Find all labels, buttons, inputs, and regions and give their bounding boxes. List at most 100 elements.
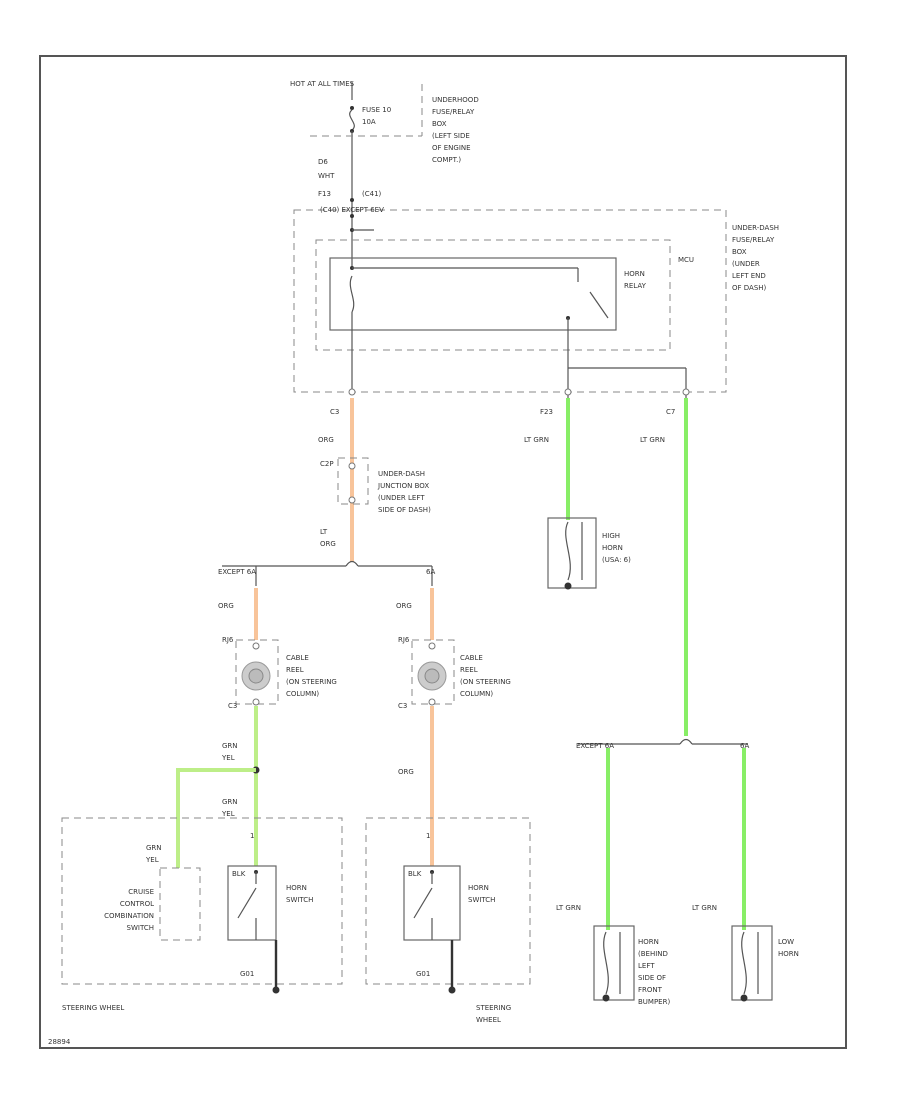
label-line: OF ENGINE <box>432 144 471 152</box>
horn-behind-bumper-label: HORN (BEHIND LEFT SIDE OF FRONT BUMPER) <box>638 938 670 1006</box>
c7-label: C7 <box>666 408 675 416</box>
label-line: ORG <box>320 540 336 548</box>
c3-left-label: C3 <box>228 702 237 710</box>
label-line: BOX <box>432 120 447 128</box>
fuse-top-dot <box>350 106 354 110</box>
label-line: GRN <box>222 798 238 806</box>
high-horn-ground <box>564 582 572 590</box>
label-line: COMPT.) <box>432 156 461 164</box>
label-line: SIDE OF <box>638 974 666 982</box>
label-line: FUSE/RELAY <box>732 236 775 244</box>
label-line: (ON STEERING <box>460 678 511 686</box>
horn-switch-left-box <box>227 865 277 941</box>
label-line: BOX <box>732 248 747 256</box>
lt-grn-4-label: LT GRN <box>692 904 717 912</box>
f13-dot <box>350 198 354 202</box>
label-line: COLUMN) <box>286 690 319 698</box>
f23-pin <box>564 388 572 396</box>
split-bar-hop <box>345 560 359 567</box>
label-line: (LEFT SIDE <box>432 132 470 140</box>
label-line: LEFT END <box>732 272 766 280</box>
label-line: HORN <box>468 884 489 892</box>
c40-except-label: (C40) EXCEPT 6EV <box>320 206 384 214</box>
org-2-label: ORG <box>218 602 234 610</box>
label-line: REEL <box>286 666 304 674</box>
fuse-amps-label: 10A <box>362 118 376 126</box>
label-line: HORN <box>602 544 623 552</box>
g01-right-label: G01 <box>416 970 430 978</box>
relay-coil <box>349 275 355 313</box>
horn-switch-right-contact <box>413 887 433 919</box>
label-line: BUMPER) <box>638 998 670 1006</box>
c3-pin <box>348 388 356 396</box>
c2p-label: C2P <box>320 460 334 468</box>
label-line: HIGH <box>602 532 620 540</box>
underdash-box-label: UNDER-DASH FUSE/RELAY BOX (UNDER LEFT END OF … <box>732 224 779 292</box>
split-bar-right-hop <box>679 738 693 745</box>
ground-left <box>272 986 280 994</box>
rj6-left-pin <box>252 642 260 650</box>
label-line: UNDER-DASH <box>732 224 779 232</box>
f13-label: F13 <box>318 190 331 198</box>
label-line: UNDERHOOD <box>432 96 479 104</box>
g01-left-label: G01 <box>240 970 254 978</box>
label-line: WHEEL <box>476 1016 501 1024</box>
horn-relay-box <box>329 257 617 331</box>
blk-2-label: BLK <box>408 870 422 878</box>
c3-top-label: C3 <box>330 408 339 416</box>
label-line: HORN <box>638 938 659 946</box>
junction-pin <box>348 496 356 504</box>
label-line: UNDER-DASH <box>378 470 425 478</box>
label-line: OF DASH) <box>732 284 767 292</box>
low-horn-ground <box>740 994 748 1002</box>
label-line: CABLE <box>286 654 309 662</box>
bumper-horn-symbol <box>603 931 609 995</box>
ground-right <box>448 986 456 994</box>
mcu-label: MCU <box>678 256 694 264</box>
6a-right-label: 6A <box>740 742 749 750</box>
d6-label: D6 <box>318 158 328 166</box>
label-line: REEL <box>460 666 478 674</box>
label-line: CRUISE <box>128 888 154 896</box>
org-3-label: ORG <box>396 602 412 610</box>
org-1-label: ORG <box>318 436 334 444</box>
label-line: YEL <box>145 856 159 864</box>
org-4-label: ORG <box>398 768 414 776</box>
label-line: LEFT <box>638 962 655 970</box>
label-line: HORN <box>778 950 799 958</box>
diagram-frame <box>39 55 847 1049</box>
label-line: (UNDER <box>732 260 760 268</box>
cruise-control-switch-box <box>159 867 201 941</box>
c2p-pin <box>348 462 356 470</box>
except-6a-left-label: EXCEPT 6A <box>218 568 256 576</box>
grn-yel-to-cruise <box>176 768 256 868</box>
label-line: SWITCH <box>127 924 154 932</box>
label-line: (UNDER LEFT <box>378 494 425 502</box>
c41-dot <box>350 214 354 218</box>
label-line: SIDE OF DASH) <box>378 506 431 514</box>
label-line: HORN <box>286 884 307 892</box>
c7-pin <box>682 388 690 396</box>
rj6-right-label: RJ6 <box>398 636 410 644</box>
label-line: FRONT <box>638 986 663 994</box>
label-line: GRN <box>222 742 238 750</box>
label-line: CONTROL <box>120 900 154 908</box>
steering-wheel-left-label: STEERING WHEEL <box>62 1004 124 1012</box>
high-horn-symbol <box>565 521 571 581</box>
c41-label: (C41) <box>362 190 382 198</box>
lt-grn-3-label: LT GRN <box>556 904 581 912</box>
6a-left-label: 6A <box>426 568 435 576</box>
label-line: (BEHIND <box>638 950 668 958</box>
bumper-horn-box <box>593 925 635 1001</box>
